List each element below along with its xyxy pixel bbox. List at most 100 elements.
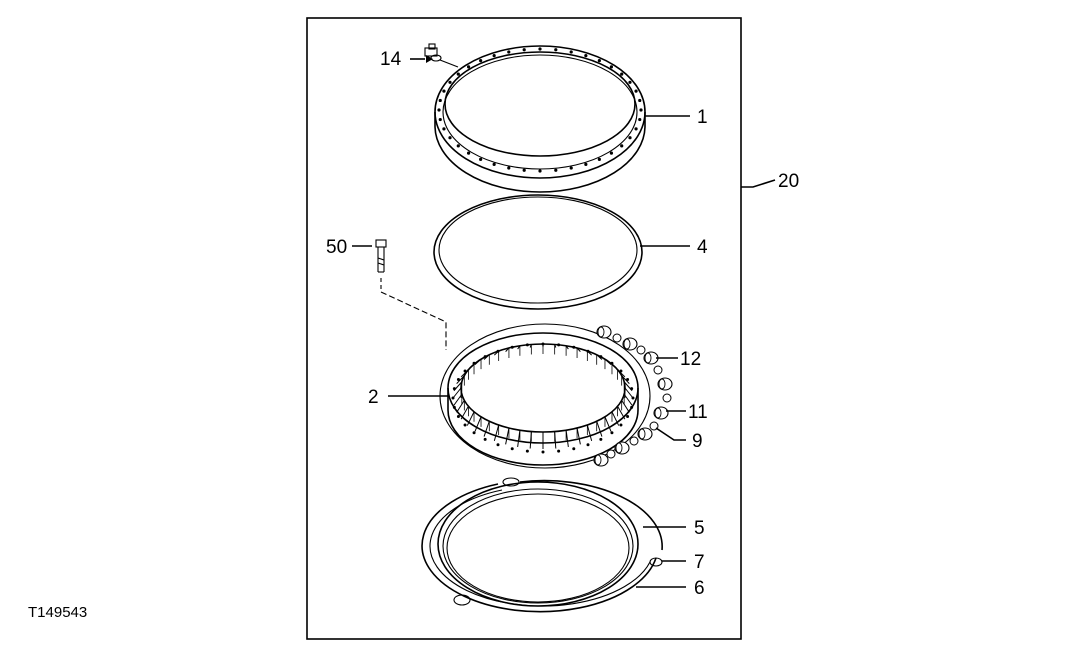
bolt-hole <box>538 47 542 51</box>
gear-tooth <box>624 387 634 399</box>
bolt-hole <box>628 80 632 84</box>
part-50-bolt <box>375 239 447 350</box>
roller-end <box>658 378 666 390</box>
gear-tooth <box>611 411 620 426</box>
bolt-hole <box>597 59 601 63</box>
bolt-hole <box>554 168 558 172</box>
roller-end <box>594 454 602 466</box>
bolt-hole <box>522 168 526 172</box>
bolt-hole <box>541 450 545 454</box>
leader-9 <box>655 427 686 441</box>
gear-tooth <box>586 424 593 442</box>
part-1-outer-race <box>434 45 646 193</box>
bolt-hole <box>626 414 630 418</box>
bolt-hole <box>525 449 529 453</box>
spacer-ball <box>653 365 663 375</box>
spacer-ball <box>606 449 616 459</box>
gear-tooth <box>456 400 465 413</box>
spacer-ball <box>662 393 672 403</box>
bolt-hole <box>438 117 442 122</box>
bolt-hole <box>584 54 588 58</box>
bolt-hole <box>472 361 476 365</box>
bolt-hole <box>599 355 603 359</box>
bolt-hole <box>507 50 511 54</box>
part-7-plug <box>453 477 663 606</box>
bolt-hole <box>448 80 452 84</box>
gear-tooth <box>483 421 490 437</box>
bolt-hole <box>510 447 514 451</box>
gear-tooth <box>604 416 612 432</box>
bolt-hole <box>451 396 455 400</box>
gear-tooth <box>460 406 469 420</box>
bolt-hole <box>610 431 614 435</box>
callout-50: 50 <box>326 237 347 258</box>
gear-tooth <box>466 363 475 371</box>
gear-tooth <box>576 427 581 445</box>
arrow-14 <box>426 55 433 63</box>
gear-tooth <box>452 387 462 399</box>
bolt-hole <box>619 423 623 427</box>
bolt-hole <box>597 157 601 161</box>
callout-7: 7 <box>694 552 705 573</box>
bolt-hole <box>620 144 624 148</box>
gear-tooth <box>617 369 626 378</box>
gear-tooth <box>453 393 463 406</box>
part-6-split-ring <box>421 479 663 613</box>
bolt-hole <box>483 355 487 359</box>
bolt-hole <box>610 361 614 365</box>
bolt-hole <box>538 169 542 173</box>
gear-tooth <box>596 354 603 360</box>
bolt-hole <box>557 449 561 453</box>
assembly-frame <box>306 17 742 640</box>
bolt-hole <box>609 65 614 69</box>
bolt-hole <box>463 423 467 427</box>
gear-tooth <box>621 400 630 413</box>
bolt-hole <box>541 342 545 346</box>
roller-end <box>623 338 631 350</box>
spacer-ball <box>629 436 639 446</box>
gear-tooth <box>505 347 510 352</box>
gear-tooth <box>621 375 630 384</box>
bolt-hole <box>456 378 460 382</box>
bolt-hole <box>584 162 588 166</box>
bolt-hole <box>572 345 576 349</box>
bolt-holes-part-1 <box>437 47 643 173</box>
bolt-hole <box>525 343 529 347</box>
bolt-hole <box>638 98 642 103</box>
bolt-hole <box>452 405 456 409</box>
bolt-hole <box>634 127 638 131</box>
gear-tooth <box>623 393 633 406</box>
callout-11: 11 <box>688 402 708 423</box>
bolt-hole <box>572 447 576 451</box>
bolt-hole <box>472 431 476 435</box>
callout-2: 2 <box>368 387 379 408</box>
gear-tooth <box>617 406 626 420</box>
bolt-hole <box>438 98 442 103</box>
bolt-hole <box>569 166 573 170</box>
bolt-hole <box>496 349 500 353</box>
figure-id: T149543 <box>28 604 87 621</box>
bolt-hole <box>483 437 487 441</box>
bolt-hole <box>554 48 558 52</box>
bolt-hole <box>510 345 514 349</box>
bolt-hole <box>456 144 460 148</box>
callout-4: 4 <box>697 237 708 258</box>
bolt-hole <box>463 369 467 373</box>
gear-tooth <box>474 358 482 365</box>
callout-5: 5 <box>694 518 705 539</box>
spacer-ball <box>636 345 646 355</box>
gear-tooth <box>604 358 612 365</box>
bolt-hole <box>507 166 511 170</box>
bolt-hole <box>522 48 526 52</box>
roller-end <box>615 442 623 454</box>
gear-tooth <box>596 421 603 437</box>
bolt-hole <box>492 162 496 166</box>
roller-end <box>597 326 605 338</box>
gear-teeth <box>452 344 634 449</box>
bolt-hole <box>638 117 642 122</box>
bolt-hole <box>492 54 496 58</box>
spacer-ball <box>612 333 622 343</box>
roller-end <box>654 407 662 419</box>
bolt-hole <box>442 127 446 131</box>
